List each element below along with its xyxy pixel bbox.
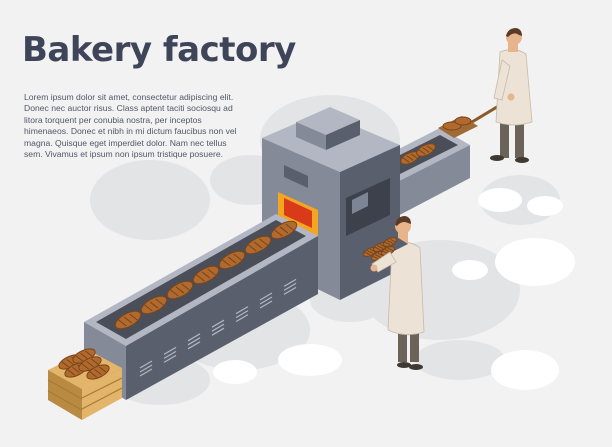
bread-icon	[86, 364, 110, 380]
floor-spot	[491, 350, 559, 390]
baker-icon	[438, 28, 533, 163]
vent-slot	[235, 310, 249, 319]
bread-icon	[192, 265, 220, 285]
vent-slot	[259, 292, 273, 301]
floor-spot	[527, 196, 563, 216]
floor-spot	[278, 344, 342, 376]
vent-slot	[187, 337, 201, 346]
vent-slot	[211, 323, 225, 332]
floor-spot	[495, 238, 575, 286]
vent-slot	[211, 319, 225, 328]
vent-slot	[187, 333, 201, 342]
vent-slot	[283, 282, 297, 291]
vent-slot	[283, 286, 297, 295]
floor-shadow	[415, 340, 505, 380]
bread-icon	[244, 235, 272, 255]
bread-icon	[166, 280, 194, 300]
floor-shadow	[90, 160, 210, 240]
bread-icon	[416, 143, 436, 157]
vent-slot	[163, 350, 177, 359]
page-title: Bakery factory	[22, 30, 296, 70]
vent-slot	[211, 327, 225, 336]
floor-spot	[478, 188, 522, 212]
bread-icon	[218, 250, 246, 270]
vent-slot	[259, 300, 273, 309]
bread-icon	[114, 310, 142, 330]
vent-slot	[163, 354, 177, 363]
baker-icon	[356, 216, 425, 370]
bread-icon	[72, 348, 96, 364]
vent-slot	[163, 346, 177, 355]
vent-slot	[235, 314, 249, 323]
near-bread-row	[114, 220, 298, 330]
floor-spot	[213, 360, 257, 384]
vent-slot	[259, 296, 273, 305]
bread-icon	[140, 295, 168, 315]
description-text: Lorem ipsum dolor sit amet, consectetur …	[24, 92, 237, 160]
floor-spot	[452, 260, 488, 280]
vent-slot	[139, 364, 153, 373]
vent-slot	[187, 341, 201, 350]
vent-slot	[235, 306, 249, 315]
bread-icon	[382, 237, 398, 247]
far-bread-row	[400, 143, 436, 165]
vent-slot	[283, 278, 297, 287]
crate-bread	[58, 348, 110, 380]
vent-slot	[139, 368, 153, 377]
vent-slot	[139, 360, 153, 369]
bread-icon	[270, 220, 298, 240]
